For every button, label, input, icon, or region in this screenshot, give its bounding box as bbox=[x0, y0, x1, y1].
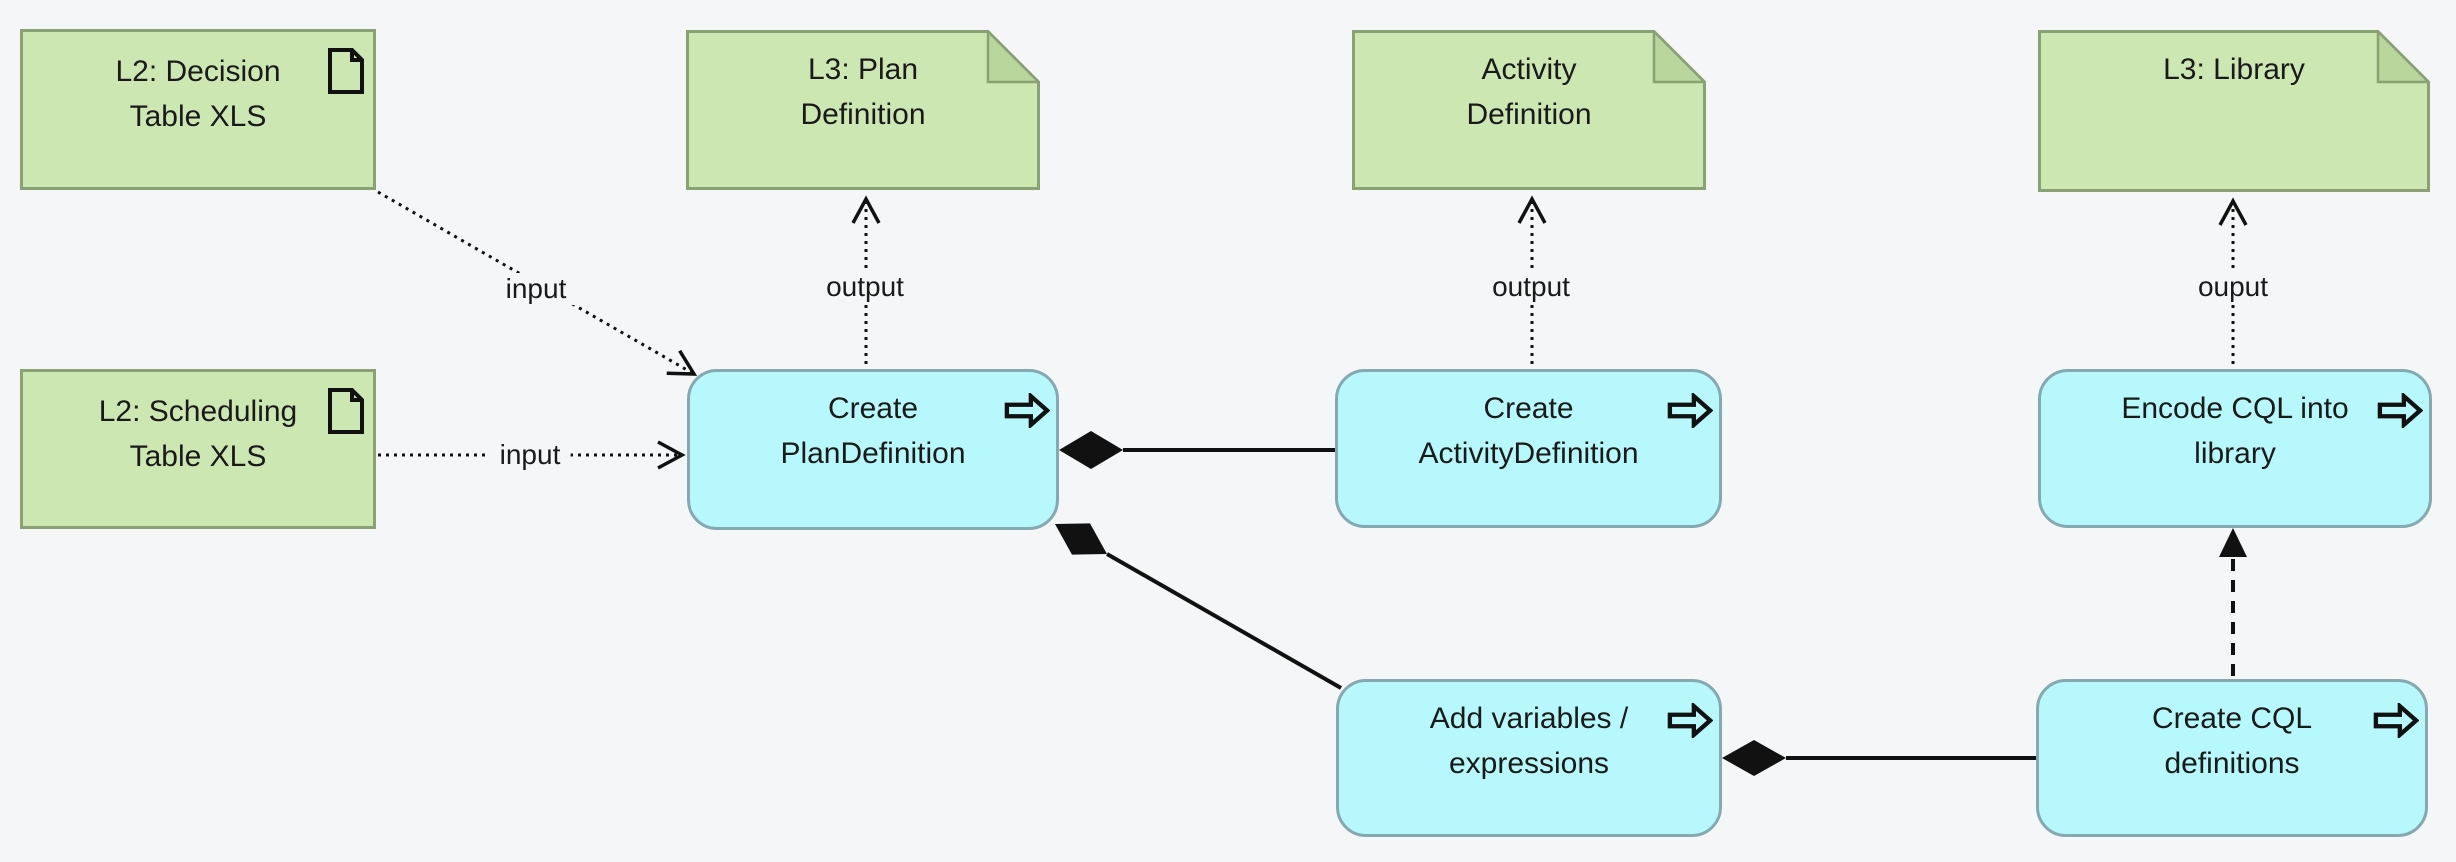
edge-label-input-1[interactable]: input bbox=[495, 273, 577, 305]
node-label: Activity Definition bbox=[1466, 53, 1592, 131]
edge-composition-create-plan-add-vars[interactable] bbox=[1046, 508, 1342, 690]
edge-label-output-2[interactable]: output bbox=[1482, 271, 1580, 303]
node-add-variables-expressions[interactable]: Add variables / expressions bbox=[1336, 679, 1722, 837]
note-shape bbox=[686, 30, 1040, 190]
process-arrow-icon bbox=[1004, 393, 1050, 428]
process-arrow-icon bbox=[2377, 393, 2423, 428]
node-l2-scheduling-table-xls[interactable]: L2: Scheduling Table XLS bbox=[20, 369, 376, 529]
document-icon bbox=[328, 48, 364, 94]
process-arrow-icon bbox=[1667, 393, 1713, 428]
node-label: Encode CQL into library bbox=[2121, 392, 2349, 470]
node-label: L2: Scheduling Table XLS bbox=[98, 395, 298, 473]
node-encode-cql-into-library[interactable]: Encode CQL into library bbox=[2038, 369, 2432, 528]
node-label: Create CQL definitions bbox=[2151, 702, 2313, 780]
node-activity-definition[interactable]: Activity Definition bbox=[1352, 30, 1706, 190]
node-l2-decision-table-xls[interactable]: L2: Decision Table XLS bbox=[20, 29, 376, 190]
node-l3-plan-definition[interactable]: L3: Plan Definition bbox=[686, 30, 1040, 190]
process-arrow-icon bbox=[1667, 703, 1713, 738]
note-shape bbox=[2038, 30, 2430, 192]
node-label: Add variables / expressions bbox=[1429, 702, 1629, 780]
edge-composition-add-vars-create-cql[interactable] bbox=[1722, 740, 2036, 776]
node-create-cql-definitions[interactable]: Create CQL definitions bbox=[2036, 679, 2428, 837]
node-label: L3: Plan Definition bbox=[800, 53, 926, 131]
node-create-plandefinition[interactable]: Create PlanDefinition bbox=[687, 369, 1059, 530]
node-create-activitydefinition[interactable]: Create ActivityDefinition bbox=[1335, 369, 1722, 528]
node-l3-library[interactable]: L3: Library bbox=[2038, 30, 2430, 192]
process-arrow-icon bbox=[2373, 703, 2419, 738]
edge-label-input-2[interactable]: input bbox=[489, 439, 571, 471]
note-shape bbox=[1352, 30, 1706, 190]
edge-composition-create-plan-create-activity[interactable] bbox=[1059, 431, 1335, 469]
node-label: L3: Library bbox=[2163, 53, 2305, 86]
document-icon bbox=[328, 388, 364, 434]
node-label: L2: Decision Table XLS bbox=[115, 55, 281, 133]
node-label: Create PlanDefinition bbox=[780, 392, 966, 470]
edge-label-ouput[interactable]: ouput bbox=[2187, 271, 2279, 303]
edge-create-cql-to-encode-cql[interactable] bbox=[2219, 528, 2247, 676]
edge-label-output-1[interactable]: output bbox=[816, 271, 914, 303]
node-label: Create ActivityDefinition bbox=[1418, 392, 1639, 470]
